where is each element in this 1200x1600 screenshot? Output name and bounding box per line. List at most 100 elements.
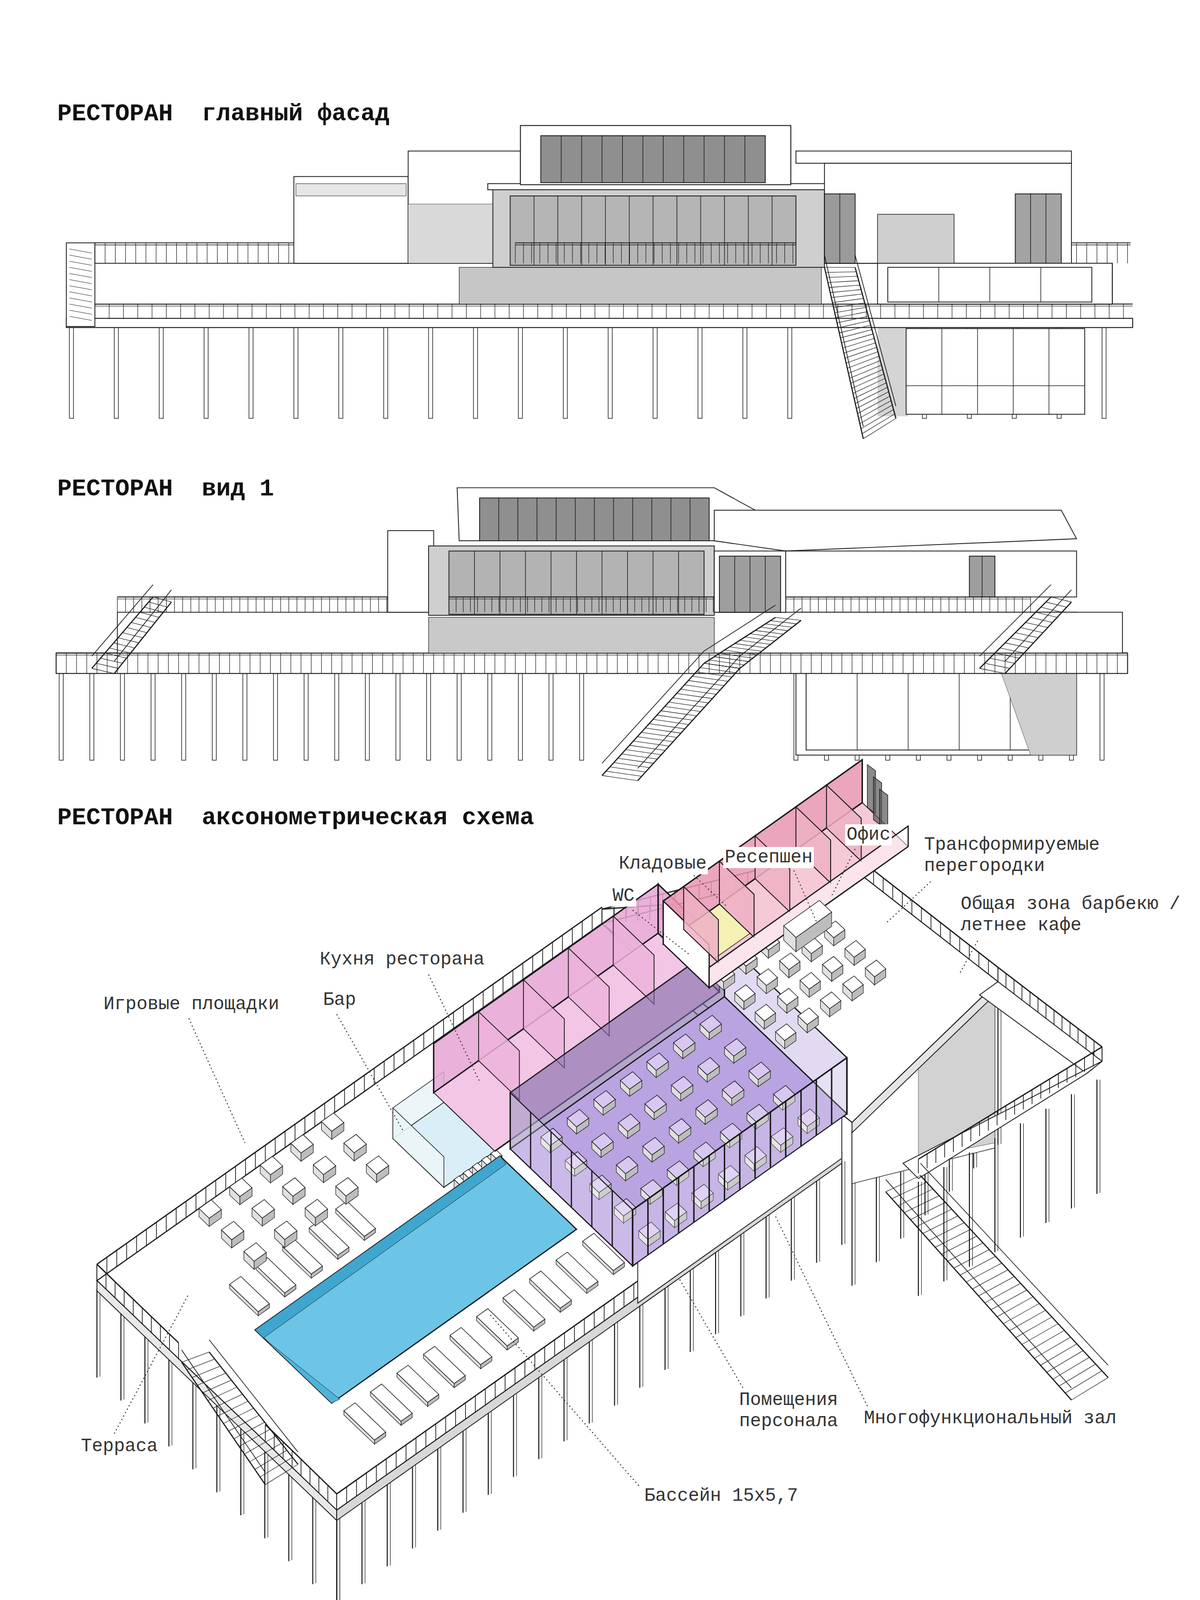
line — [1096, 242, 1097, 263]
line — [534, 597, 535, 613]
line — [989, 597, 991, 613]
line — [219, 652, 220, 674]
line — [692, 1166, 695, 1223]
line — [904, 1195, 940, 1213]
line — [260, 652, 261, 674]
line — [555, 597, 557, 613]
line — [508, 304, 510, 319]
line — [563, 1357, 565, 1442]
line — [520, 597, 521, 613]
line — [272, 597, 273, 613]
line — [217, 242, 218, 263]
line — [979, 668, 1005, 674]
line — [294, 1124, 296, 1141]
line — [157, 652, 159, 674]
leader-line — [831, 848, 856, 896]
line — [96, 1289, 98, 1378]
block — [787, 326, 792, 419]
line — [586, 652, 587, 674]
line — [514, 1368, 516, 1385]
surface — [529, 1271, 572, 1309]
surface — [503, 1290, 546, 1328]
line — [830, 289, 861, 293]
line — [1051, 304, 1053, 319]
line — [186, 1359, 215, 1371]
surface — [392, 1108, 444, 1188]
line — [144, 1334, 146, 1424]
line — [570, 597, 571, 613]
line — [660, 710, 697, 717]
line — [1019, 1123, 1021, 1238]
line — [606, 652, 608, 674]
surface — [775, 1023, 796, 1041]
line — [704, 617, 776, 664]
line — [632, 1057, 848, 1211]
line — [96, 663, 119, 669]
surface — [568, 948, 610, 1037]
line — [808, 304, 810, 319]
surface — [795, 807, 831, 884]
line — [566, 1357, 568, 1441]
leader-line — [114, 1293, 189, 1434]
surface — [779, 952, 800, 970]
line — [601, 135, 603, 183]
surface — [290, 1134, 314, 1153]
line — [227, 242, 228, 263]
line — [844, 1161, 846, 1245]
line — [69, 273, 92, 278]
line — [96, 1264, 98, 1281]
line — [997, 1296, 1034, 1318]
line — [517, 497, 519, 541]
line — [581, 921, 583, 938]
surface — [243, 1242, 267, 1262]
line — [1084, 1057, 1085, 1073]
line — [472, 998, 474, 1015]
line — [617, 1322, 618, 1406]
line — [979, 1121, 980, 1137]
line — [331, 652, 332, 674]
line — [625, 749, 662, 756]
line — [891, 1182, 927, 1199]
line — [448, 597, 450, 613]
leader-lines — [114, 848, 978, 1486]
line — [698, 597, 700, 613]
line — [846, 1057, 848, 1115]
line — [515, 242, 796, 244]
surface — [979, 981, 1102, 1074]
line — [334, 1096, 335, 1113]
line — [683, 135, 684, 183]
line — [215, 597, 216, 613]
line — [394, 304, 396, 319]
line — [829, 285, 861, 288]
line — [237, 304, 238, 319]
line — [1075, 1063, 1076, 1078]
callout-label: Офис — [845, 824, 892, 846]
line — [237, 242, 238, 263]
line — [603, 1304, 605, 1322]
line — [627, 550, 628, 614]
line — [708, 1155, 710, 1213]
line — [181, 1350, 266, 1473]
line — [744, 135, 745, 183]
line — [223, 304, 224, 319]
line — [318, 1476, 319, 1494]
surface — [748, 1062, 771, 1080]
line — [1076, 242, 1077, 263]
line — [740, 1232, 742, 1317]
line — [506, 597, 507, 613]
line — [632, 1210, 634, 1267]
line — [480, 304, 482, 319]
line — [994, 1137, 996, 1253]
line — [122, 632, 143, 639]
callout-label: Помещения персонала — [737, 1389, 847, 1432]
line — [978, 1276, 1015, 1296]
line — [244, 1436, 276, 1455]
line — [652, 195, 654, 266]
block — [69, 326, 74, 419]
line — [613, 762, 650, 769]
line — [872, 652, 873, 674]
line — [810, 652, 812, 674]
line — [557, 195, 559, 266]
line — [949, 930, 951, 945]
line — [708, 304, 710, 319]
